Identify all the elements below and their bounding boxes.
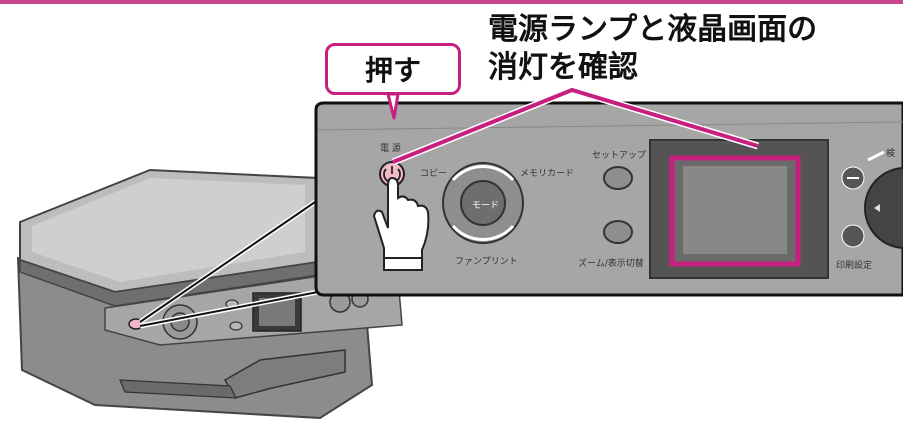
partial-label: 検 (886, 149, 896, 159)
press-label: 押す (364, 54, 421, 87)
power-label: 電 源 (380, 144, 401, 154)
print-settings-label: 印刷設定 (836, 261, 873, 271)
top-accent-line (0, 0, 903, 4)
press-callout: 押す (325, 43, 461, 95)
memory-card-label: メモリカード (520, 169, 575, 179)
fun-print-label: ファンプリント (455, 257, 518, 267)
instruction-headline: 電源ランプと液晶画面の 消灯を確認 (488, 11, 888, 87)
copy-label: コピー (420, 169, 448, 179)
zoom-label: ズーム/表示切替 (578, 259, 644, 269)
mode-button-label: モード (472, 201, 500, 211)
headline-line-1: 電源ランプと液晶画面の (488, 12, 818, 47)
setup-label: セットアップ (592, 151, 647, 161)
headline-line-2: 消灯を確認 (488, 50, 638, 85)
enlarged-control-panel (314, 101, 903, 297)
